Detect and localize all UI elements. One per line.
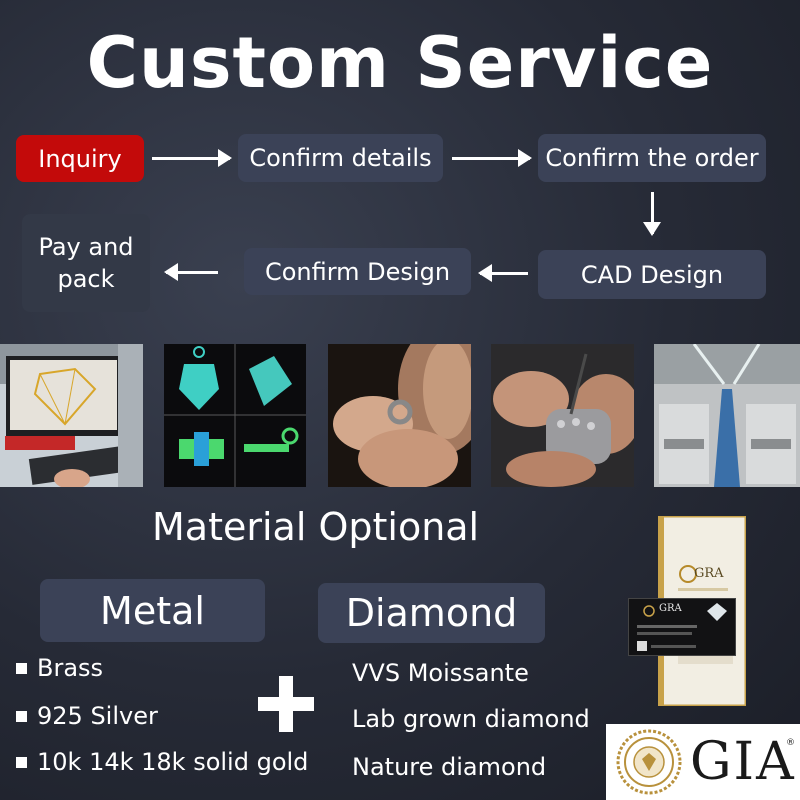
arrow-right-icon xyxy=(452,149,532,167)
metal-heading: Metal xyxy=(40,579,265,642)
bullet-square-icon xyxy=(16,710,27,722)
step-confirm-order: Confirm the order xyxy=(538,134,766,182)
registered-mark-icon: ® xyxy=(786,738,795,748)
photo-factory-floor xyxy=(654,344,800,487)
list-item: 10k 14k 18k solid gold xyxy=(16,748,308,776)
certificate-folder-brand: GRA xyxy=(694,566,724,581)
plus-icon-vertical xyxy=(279,676,293,732)
gia-logo: GIA ® xyxy=(606,724,800,800)
diamond-item: Lab grown diamond xyxy=(352,705,590,733)
arrow-right-icon xyxy=(152,149,232,167)
step-pay-and-pack-line1: Pay and xyxy=(38,233,134,261)
step-confirm-design: Confirm Design xyxy=(244,248,471,295)
certificate-card-brand: GRA xyxy=(659,603,682,614)
page-title: Custom Service xyxy=(86,22,714,104)
gia-logo-text: GIA xyxy=(690,732,796,792)
metal-item: Brass xyxy=(37,654,104,682)
step-confirm-details: Confirm details xyxy=(238,134,443,182)
bullet-square-icon xyxy=(16,756,27,768)
step-pay-and-pack-line2: pack xyxy=(57,265,115,293)
photo-polishing-ring xyxy=(328,344,471,487)
photo-cad-workstation xyxy=(0,344,143,487)
photo-stone-setting xyxy=(491,344,634,487)
diamond-item: VVS Moissante xyxy=(352,659,529,687)
bullet-square-icon xyxy=(16,662,27,674)
step-cad-design: CAD Design xyxy=(538,250,766,299)
material-title: Material Optional xyxy=(152,505,480,549)
arrow-down-icon xyxy=(643,192,661,236)
metal-item: 925 Silver xyxy=(37,702,158,730)
metal-item: 10k 14k 18k solid gold xyxy=(37,748,309,776)
gia-seal-icon xyxy=(616,729,682,795)
diamond-item: Nature diamond xyxy=(352,753,547,781)
arrow-left-icon xyxy=(478,264,528,282)
list-item: 925 Silver xyxy=(16,702,158,730)
photo-cad-renders xyxy=(164,344,306,487)
list-item: Brass xyxy=(16,654,103,682)
step-inquiry: Inquiry xyxy=(16,135,144,182)
step-pay-and-pack: Pay and pack xyxy=(22,214,150,312)
arrow-left-icon xyxy=(164,263,218,281)
certificate-card: GRA xyxy=(628,598,736,656)
diamond-heading: Diamond xyxy=(318,583,545,643)
